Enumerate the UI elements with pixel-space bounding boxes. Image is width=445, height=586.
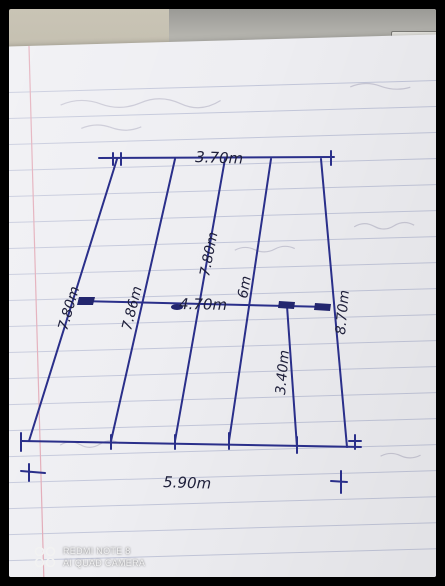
watermark-camera: AI QUAD CAMERA — [63, 558, 146, 568]
bottom-edge — [21, 440, 362, 448]
notebook-paper — [9, 34, 436, 577]
margin-line — [28, 45, 46, 577]
lower-right-line — [286, 305, 298, 448]
camera-lenses-icon — [34, 546, 56, 568]
right-edge — [320, 158, 348, 448]
label-bottom: 5.90m — [163, 473, 212, 493]
sketch-lines — [20, 150, 362, 494]
label-top: 3.70m — [195, 148, 244, 168]
label-lower-right: 3.40m — [273, 349, 293, 395]
photo: 3.70m 5.90m 4.70m 7.80m 7.86m 7.80m 6m 8… — [9, 9, 436, 577]
stroke-3 — [174, 158, 226, 442]
sketch: 3.70m 5.90m 4.70m 7.80m 7.86m 7.80m 6m 8… — [20, 148, 362, 494]
label-middle: 4.70m — [179, 295, 227, 314]
watermark-model: REDMI NOTE 8 — [63, 546, 131, 556]
stroke-2 — [110, 158, 176, 442]
label-stroke-3: 7.80m — [197, 231, 221, 278]
junction-marks — [77, 297, 331, 311]
top-edge — [98, 156, 335, 159]
label-stroke-4: 6m — [235, 275, 255, 300]
ruled-lines — [9, 45, 436, 577]
label-left-side: 7.80m — [55, 285, 83, 332]
left-edge — [28, 158, 118, 442]
stroke-4 — [228, 158, 272, 442]
label-right-side: 8.70m — [333, 289, 353, 335]
